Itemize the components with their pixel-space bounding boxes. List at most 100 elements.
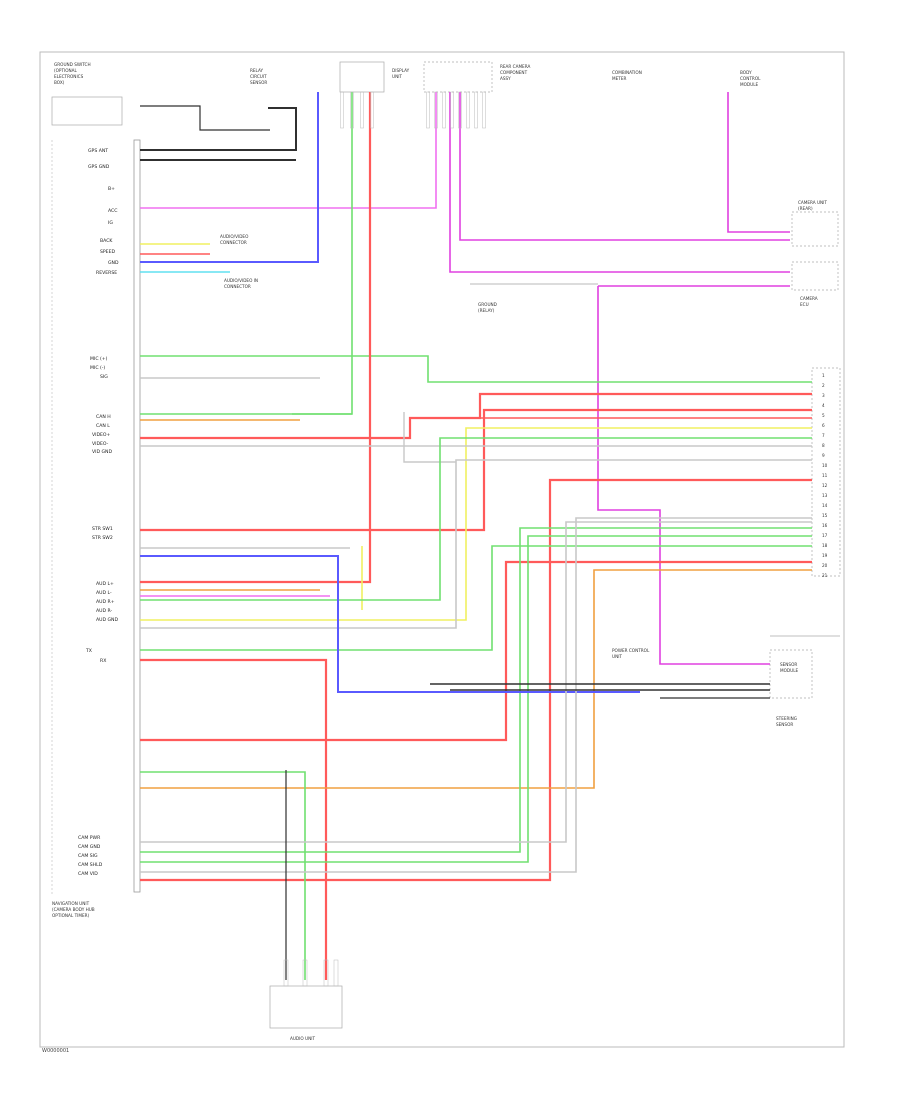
svg-text:STEERING: STEERING xyxy=(776,716,797,721)
top-right-label-1: REAR CAMERA COMPONENT ASSY xyxy=(500,64,530,81)
pin-label: MIC (+) xyxy=(90,356,108,362)
pin-label: ACC xyxy=(108,208,117,214)
svg-text:7: 7 xyxy=(822,433,825,438)
svg-text:ECU: ECU xyxy=(800,302,809,307)
connector-pin xyxy=(482,91,486,129)
svg-text:18: 18 xyxy=(822,543,828,548)
connector-pin xyxy=(450,91,454,129)
ground-switch-label: GROUND SWITCH (OPTIONAL ELECTRONICS BOX) xyxy=(54,62,91,85)
wire-red xyxy=(140,560,812,742)
svg-text:NAVIGATION UNIT: NAVIGATION UNIT xyxy=(52,901,90,906)
svg-text:OPTIONAL TIMER): OPTIONAL TIMER) xyxy=(52,913,90,918)
top-right-label-2: COMBINATION METER xyxy=(612,70,642,81)
svg-text:20: 20 xyxy=(822,563,828,568)
wire-group xyxy=(140,91,812,987)
audio-unit-box xyxy=(269,985,343,1029)
connector-pin xyxy=(323,959,329,987)
wire-red xyxy=(140,392,812,440)
pin-label: CAM VID xyxy=(78,871,98,877)
wire-red xyxy=(140,658,328,980)
audio-unit-label: AUDIO UNIT xyxy=(290,1036,315,1041)
pin-label: STR SW2 xyxy=(92,535,113,541)
connector-pin xyxy=(340,91,344,129)
pin-label: CAM SHLD xyxy=(78,862,103,868)
svg-text:COMBINATION: COMBINATION xyxy=(612,70,642,75)
wire-blue xyxy=(140,92,319,263)
svg-text:BOX): BOX) xyxy=(54,80,65,85)
pin-label: VIDEO+ xyxy=(92,432,111,438)
svg-text:COMPONENT: COMPONENT xyxy=(500,70,528,75)
connector-pin xyxy=(426,91,430,129)
svg-text:(RELAY): (RELAY) xyxy=(478,308,495,313)
svg-text:3: 3 xyxy=(822,393,825,398)
svg-text:ASSY: ASSY xyxy=(500,76,511,81)
svg-text:RELAY: RELAY xyxy=(250,68,264,73)
pin-label: AUD R+ xyxy=(96,599,115,605)
wire-blue xyxy=(140,555,640,693)
svg-text:AUDIO/VIDEO: AUDIO/VIDEO xyxy=(220,234,249,239)
connector-pin xyxy=(283,959,289,987)
svg-text:19: 19 xyxy=(822,553,828,558)
pin-label: SPEED xyxy=(100,249,115,255)
wire-yellow xyxy=(140,427,812,621)
svg-text:13: 13 xyxy=(822,493,828,498)
right-connector-box-1 xyxy=(791,211,839,247)
svg-text:SENSOR: SENSOR xyxy=(780,662,797,667)
ground-switch-box xyxy=(51,96,123,126)
right-main-connector xyxy=(811,367,841,577)
wire-green xyxy=(140,535,812,863)
svg-text:11: 11 xyxy=(822,473,828,478)
wire-orange xyxy=(140,569,812,789)
svg-text:UNIT: UNIT xyxy=(392,74,402,79)
pin-label: GPS GND xyxy=(88,164,110,170)
pin-label: CAM GND xyxy=(78,844,101,850)
wire-black xyxy=(140,105,270,131)
svg-text:14: 14 xyxy=(822,503,828,508)
footer-code: W0000001 xyxy=(42,1048,69,1054)
pin-label: BACK xyxy=(100,238,113,244)
sensor-module-box xyxy=(769,649,813,699)
wire-gray xyxy=(140,521,812,843)
right-connector-label-1: CAMERA UNIT (REAR) xyxy=(798,200,827,211)
right-connector-label-2: CAMERA ECU xyxy=(800,296,818,307)
connector-pin xyxy=(360,91,364,129)
pin-label: GND xyxy=(108,260,119,266)
svg-text:6: 6 xyxy=(822,423,825,428)
main-unit-connector xyxy=(133,139,141,893)
main-unit-label: NAVIGATION UNIT (CAMERA BODY HUB OPTIONA… xyxy=(52,901,95,918)
wire-green xyxy=(140,545,812,651)
note-1: AUDIO/VIDEO IN CONNECTOR xyxy=(224,278,258,289)
connector-pin xyxy=(302,959,308,987)
pin-label: SIG xyxy=(100,374,108,380)
svg-text:1: 1 xyxy=(822,373,825,378)
right-connector-box-2 xyxy=(791,261,839,291)
wire-magenta xyxy=(459,92,790,241)
svg-text:CONNECTOR: CONNECTOR xyxy=(220,240,247,245)
svg-text:21: 21 xyxy=(822,573,828,578)
left-pin-labels: GPS ANT GPS GND B+ ACC IG BACK SPEED GND… xyxy=(78,148,119,877)
top-mid-label: RELAY CIRCUIT SENSOR xyxy=(250,68,267,85)
pin-label: VID GND xyxy=(92,449,112,455)
wire-green xyxy=(140,355,812,383)
wire-black xyxy=(140,107,297,151)
svg-text:MODULE: MODULE xyxy=(740,82,759,87)
svg-text:10: 10 xyxy=(822,463,828,468)
pin-label: TX xyxy=(85,648,92,654)
wire-gray xyxy=(140,459,812,629)
pin-label: AUD L+ xyxy=(96,581,114,587)
pin-label: CAN H xyxy=(96,414,111,420)
pin-label: IG xyxy=(108,220,113,226)
connector-pin xyxy=(434,91,438,129)
svg-text:(REAR): (REAR) xyxy=(798,206,813,211)
svg-text:BODY: BODY xyxy=(740,70,752,75)
wire-gray xyxy=(140,517,812,873)
svg-text:4: 4 xyxy=(822,403,825,408)
pin-label: VIDEO- xyxy=(92,441,109,447)
pin-label: AUD L- xyxy=(96,590,112,596)
svg-text:17: 17 xyxy=(822,533,828,538)
wire-pink xyxy=(140,92,437,209)
right-pin-numbers: 1 2 3 4 5 6 7 8 9 10 11 12 13 14 15 16 1… xyxy=(822,373,828,578)
svg-text:CAMERA UNIT: CAMERA UNIT xyxy=(798,200,827,205)
svg-text:SENSOR: SENSOR xyxy=(250,80,267,85)
